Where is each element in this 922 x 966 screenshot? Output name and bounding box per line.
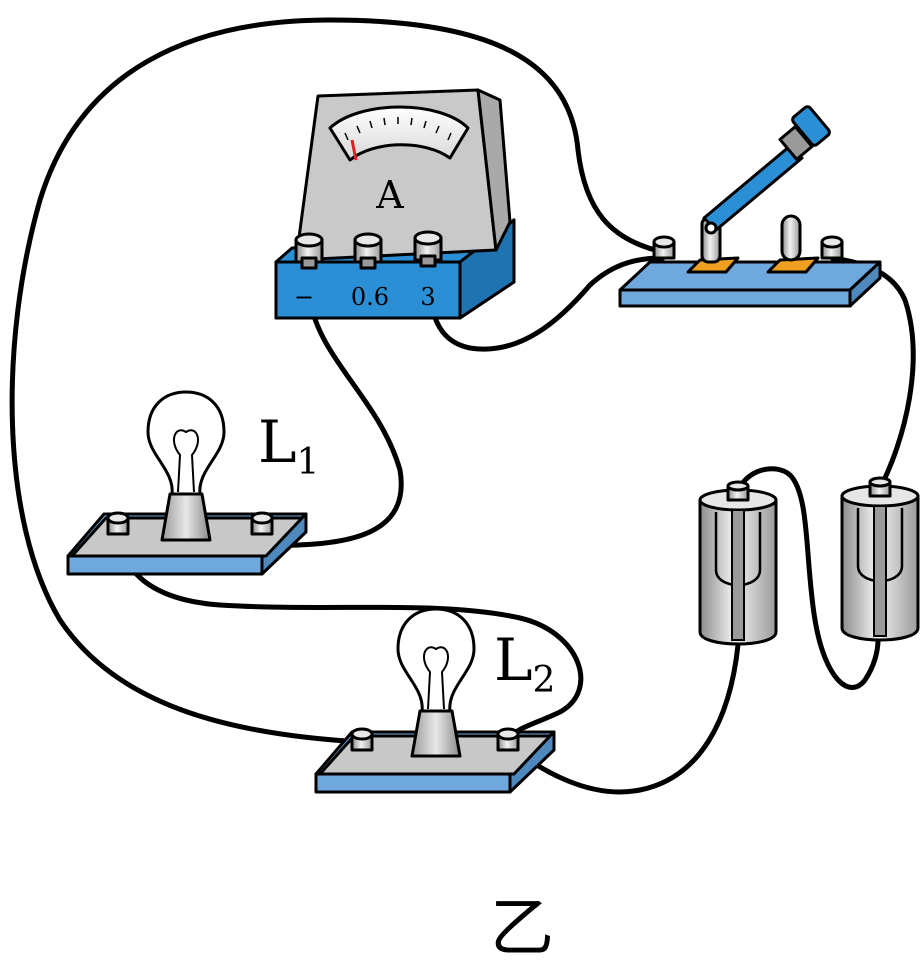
knife-switch[interactable]: [618, 105, 882, 308]
lamp-L1: L1: [66, 390, 319, 576]
lamp-L2-glass: [396, 607, 476, 714]
lamp-L2-terminal-left[interactable]: [350, 727, 374, 752]
switch-base: [618, 260, 882, 292]
ammeter-label-high: 3: [420, 283, 435, 311]
ammeter-needle: [350, 139, 358, 161]
lamp-L2: L2: [314, 607, 556, 794]
switch-handle[interactable]: [791, 105, 831, 147]
switch-terminal-left[interactable]: [652, 235, 676, 260]
ammeter-terminal-minus[interactable]: [294, 232, 324, 270]
wire-L2-to-battery-left: [505, 642, 741, 795]
ammeter-terminal-high[interactable]: [413, 230, 443, 268]
switch-catch-post: [780, 214, 802, 262]
figure-caption: 乙: [490, 892, 554, 961]
wire-battery-series: [735, 466, 881, 690]
lamp-L1-terminal-left[interactable]: [106, 511, 130, 536]
lamp-L2-socket: [410, 709, 462, 758]
lamp-L1-label: L1: [258, 408, 319, 483]
lamp-L1-terminal-right[interactable]: [250, 511, 274, 536]
switch-contact-right: [766, 256, 820, 274]
ammeter-terminal-low[interactable]: [353, 232, 383, 270]
wire-outer-loop: [9, 17, 666, 745]
battery-left: [698, 480, 778, 646]
ammeter-dial: [328, 105, 470, 162]
wire-ammeter-minus-to-L1: [259, 297, 404, 548]
ammeter-symbol: A: [375, 173, 404, 217]
battery-right: [840, 476, 920, 642]
switch-contact-left: [686, 256, 740, 274]
ammeter-label-minus: −: [294, 283, 314, 311]
lamp-L2-terminal-right[interactable]: [496, 727, 520, 752]
ammeter: A − 0.6 3: [274, 88, 516, 320]
lamp-L1-glass: [146, 390, 226, 497]
ammeter-scale: [344, 117, 452, 141]
wire-L1-to-L2: [115, 527, 584, 743]
ammeter-label-low: 0.6: [351, 283, 389, 311]
lamp-L1-socket: [160, 492, 212, 542]
lamp-L2-label: L2: [494, 626, 555, 701]
switch-terminal-right[interactable]: [820, 235, 844, 260]
